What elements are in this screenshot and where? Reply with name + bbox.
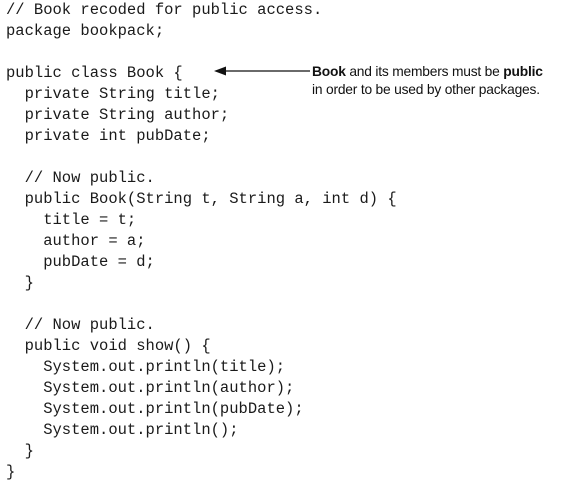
code-line-assign-pubdate: pubDate = d; bbox=[6, 253, 155, 271]
code-line-comment: // Now public. bbox=[6, 169, 155, 187]
code-line-package: package bookpack; bbox=[6, 22, 165, 40]
code-line-println: System.out.println(); bbox=[6, 421, 239, 439]
code-line-close-brace: } bbox=[6, 274, 34, 292]
code-line-comment: // Book recoded for public access. bbox=[6, 1, 323, 19]
callout-line-1: Book and its members must be public bbox=[312, 63, 543, 81]
code-line-show-method: public void show() { bbox=[6, 337, 211, 355]
code-line-println: System.out.println(title); bbox=[6, 358, 286, 376]
code-line-class-decl: public class Book { bbox=[6, 64, 183, 82]
code-line-assign-author: author = a; bbox=[6, 232, 146, 250]
code-line-comment: // Now public. bbox=[6, 316, 155, 334]
code-line-close-brace: } bbox=[6, 463, 16, 481]
code-line-field-pubdate: private int pubDate; bbox=[6, 127, 211, 145]
code-line-assign-title: title = t; bbox=[6, 211, 137, 229]
callout-line-2: in order to be used by other packages. bbox=[312, 82, 540, 97]
code-line-println: System.out.println(pubDate); bbox=[6, 400, 304, 418]
callout-text: and its members must be bbox=[345, 64, 504, 79]
left-arrow-icon bbox=[214, 66, 310, 76]
code-line-field-title: private String title; bbox=[6, 85, 220, 103]
code-line-constructor: public Book(String t, String a, int d) { bbox=[6, 190, 397, 208]
callout-keyword-book: Book bbox=[312, 64, 346, 79]
code-line-close-brace: } bbox=[6, 442, 34, 460]
callout: Book and its members must be public in o… bbox=[212, 63, 566, 103]
code-line-println: System.out.println(author); bbox=[6, 379, 295, 397]
callout-keyword-public: public bbox=[503, 64, 543, 79]
code-line-field-author: private String author; bbox=[6, 106, 230, 124]
